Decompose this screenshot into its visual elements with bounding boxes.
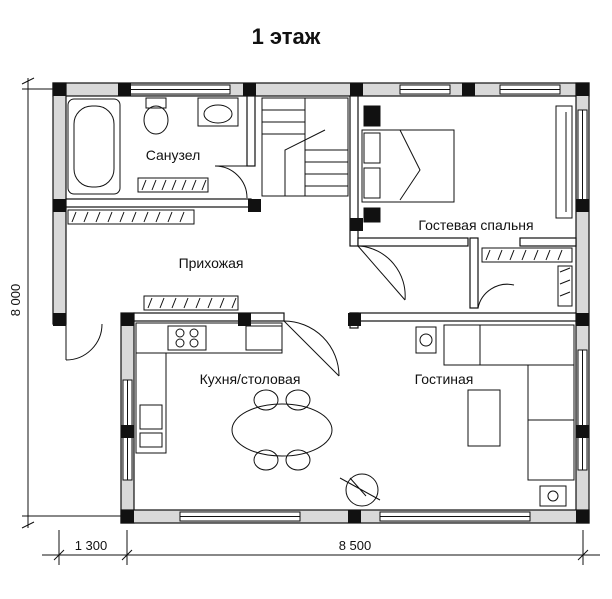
dimension-width-main: 8 500 xyxy=(339,538,372,553)
interior-walls xyxy=(65,95,577,329)
dimension-lines xyxy=(21,77,600,565)
doors xyxy=(65,165,515,377)
plan-title: 1 этаж xyxy=(252,24,321,49)
dimension-height: 8 000 xyxy=(8,284,23,317)
bathroom-fixtures xyxy=(67,97,239,195)
label-guest-bedroom: Гостевая спальня xyxy=(418,217,533,233)
label-living-room: Гостиная xyxy=(415,371,474,387)
bed xyxy=(361,105,573,223)
columns xyxy=(53,83,589,523)
staircase xyxy=(261,97,349,197)
label-hallway: Прихожая xyxy=(179,255,244,271)
label-kitchen-dining: Кухня/столовая xyxy=(200,371,301,387)
living-furniture xyxy=(339,324,575,507)
dining-table xyxy=(231,389,333,471)
exterior-walls xyxy=(52,82,590,524)
label-bathroom: Санузел xyxy=(146,147,201,163)
dimension-width-left: 1 300 xyxy=(75,538,108,553)
wardrobes xyxy=(67,177,573,311)
kitchen-counter xyxy=(135,322,283,454)
